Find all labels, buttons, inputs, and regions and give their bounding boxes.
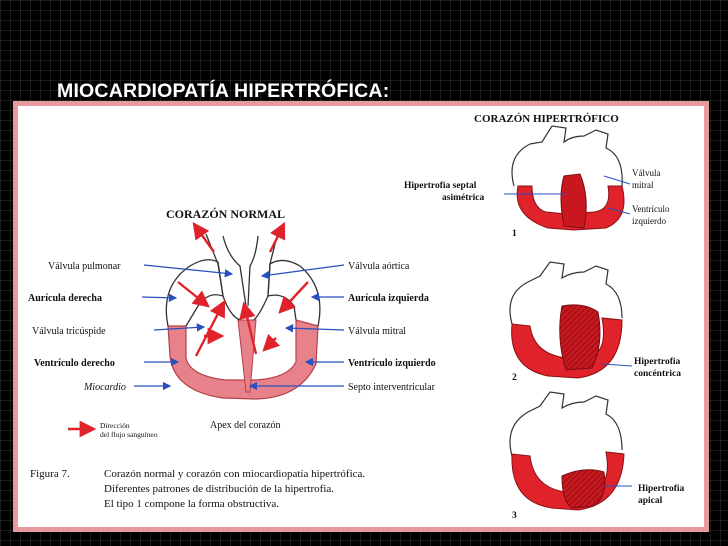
hypertrophic-heart-2: Hipertrofia concéntrica 2 bbox=[509, 261, 681, 383]
h1-right-4: izquierdo bbox=[632, 216, 666, 226]
normal-heart-title: CORAZÓN NORMAL bbox=[166, 207, 285, 221]
flow-legend: Dirección del flujo sanguíneo bbox=[68, 420, 158, 439]
label-apex: Apex del corazón bbox=[210, 420, 281, 431]
label-valvula-mitral: Válvula mitral bbox=[348, 326, 406, 337]
h1-label-1: Hipertrofia septal bbox=[404, 181, 477, 191]
legend-line2: del flujo sanguíneo bbox=[100, 430, 158, 439]
caption-line3: El tipo 1 compone la forma obstructiva. bbox=[104, 498, 279, 510]
h3-number: 3 bbox=[512, 511, 517, 521]
hypertrophic-title: CORAZÓN HIPERTRÓFICO bbox=[474, 113, 619, 125]
hypertrophic-heart-3: Hipertrofia apical 3 bbox=[509, 391, 685, 521]
caption-line1: Corazón normal y corazón con miocardiopa… bbox=[104, 468, 365, 480]
label-ventriculo-derecho: Ventrículo derecho bbox=[34, 358, 115, 369]
label-septo-interventricular: Septo interventricular bbox=[348, 382, 436, 393]
label-auricula-izquierda: Aurícula izquierda bbox=[348, 293, 429, 304]
label-valvula-pulmonar: Válvula pulmonar bbox=[48, 261, 121, 272]
label-valvula-tricuspide: Válvula tricúspide bbox=[32, 326, 106, 337]
figure-panel: CORAZÓN NORMAL bbox=[13, 101, 709, 532]
normal-heart: CORAZÓN NORMAL bbox=[28, 207, 436, 431]
h1-right-2: mitral bbox=[632, 180, 654, 190]
aorta bbox=[222, 235, 259, 307]
great-vessels bbox=[205, 231, 279, 321]
h1-number: 1 bbox=[512, 229, 517, 239]
label-auricula-derecha: Aurícula derecha bbox=[28, 293, 102, 304]
slide-title: MIOCARDIOPATÍA HIPERTRÓFICA: bbox=[57, 80, 390, 102]
h1-right-1: Válvula bbox=[632, 168, 661, 178]
heart-figure: CORAZÓN NORMAL bbox=[28, 113, 685, 521]
label-miocardio: Miocardio bbox=[83, 382, 126, 393]
h2-right-2: concéntrica bbox=[634, 369, 681, 379]
hypertrophic-heart-1: Hipertrofia septal asimétrica Válvula mi… bbox=[404, 125, 670, 239]
left-atrium bbox=[267, 259, 321, 327]
h3-right-1: Hipertrofia bbox=[638, 484, 685, 494]
label-valvula-aortica: Válvula aórtica bbox=[348, 261, 410, 272]
h1-label-2: asimétrica bbox=[442, 193, 484, 203]
caption-label: Figura 7. bbox=[30, 468, 70, 480]
h3-right-2: apical bbox=[638, 496, 663, 506]
h2-number: 2 bbox=[512, 373, 517, 383]
h2-right-1: Hipertrofia bbox=[634, 357, 681, 367]
h1-right-3: Ventrículo bbox=[632, 204, 670, 214]
legend-line1: Dirección bbox=[100, 421, 130, 430]
caption-line2: Diferentes patrones de distribución de l… bbox=[104, 483, 334, 495]
figure-caption: Figura 7. Corazón normal y corazón con m… bbox=[30, 468, 365, 510]
label-ventriculo-izquierdo: Ventrículo izquierdo bbox=[348, 358, 436, 369]
